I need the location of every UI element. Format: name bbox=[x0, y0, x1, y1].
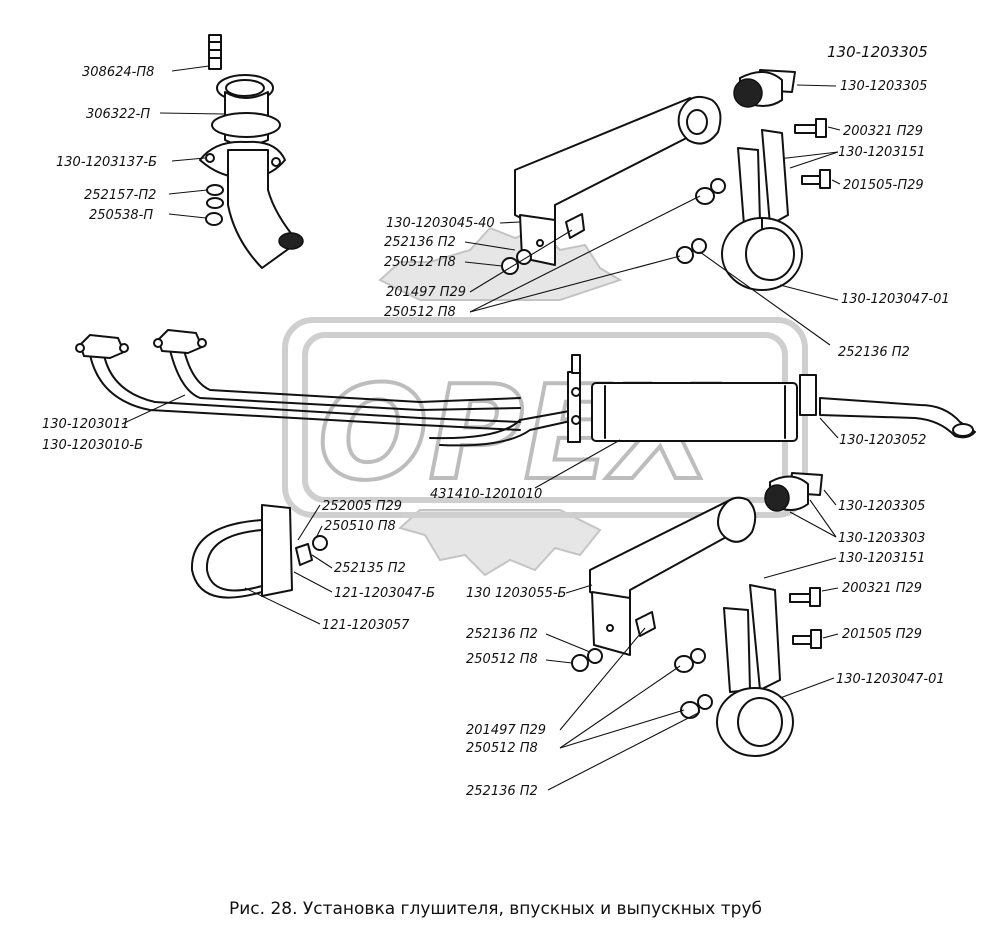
stud-308624 bbox=[208, 34, 222, 70]
front-exhaust-pipes bbox=[75, 329, 576, 447]
nuts-bottom bbox=[571, 648, 713, 719]
label-306322: 306322-П bbox=[86, 107, 150, 122]
label-250512-c: 250512 П8 bbox=[466, 652, 538, 667]
rubber-cushion-mid bbox=[764, 472, 823, 512]
label-1203137: 130-1203137-Б bbox=[56, 155, 157, 170]
bolt-200321-bot bbox=[789, 587, 821, 607]
label-1203055: 130 1203055-Б bbox=[466, 586, 567, 601]
label-252136-a: 252136 П2 bbox=[384, 235, 456, 250]
flange-assembly-top-left bbox=[199, 34, 304, 269]
bolt-201505-bot bbox=[792, 629, 822, 649]
label-252135: 252135 П2 bbox=[334, 561, 406, 576]
clamp-1203047-bottom bbox=[716, 584, 794, 757]
label-header-1203305: 130-1203305 bbox=[827, 43, 928, 61]
nut-250538 bbox=[205, 212, 223, 226]
label-252136-d: 252136 П2 bbox=[466, 784, 538, 799]
label-1203151-bot: 130-1203151 bbox=[838, 551, 925, 566]
bracket-1203055 bbox=[589, 496, 757, 656]
label-1203045: 130-1203045-40 bbox=[386, 216, 495, 231]
label-1203047-b: 121-1203047-Б bbox=[334, 586, 435, 601]
label-1203052: 130-1203052 bbox=[839, 433, 926, 448]
label-1203305-top: 130-1203305 bbox=[840, 79, 927, 94]
label-308624: 308624-П8 bbox=[82, 65, 154, 80]
intake-pipe-bend bbox=[227, 149, 299, 269]
label-252136-c: 252136 П2 bbox=[466, 627, 538, 642]
label-1203047-bot: 130-1203047-01 bbox=[836, 672, 945, 687]
label-250512-d: 250512 П8 bbox=[466, 741, 538, 756]
label-252157: 252157-П2 bbox=[84, 188, 156, 203]
label-250512-a: 250512 П8 bbox=[384, 255, 456, 270]
label-431410: 431410-1201010 bbox=[430, 487, 542, 502]
bracket-1203045 bbox=[514, 96, 722, 266]
figure-caption: Рис. 28. Установка глушителя, впускных и… bbox=[229, 899, 762, 919]
label-201505-top: 201505-П29 bbox=[843, 178, 924, 193]
label-1203010: 130-1203010-Б bbox=[42, 438, 143, 453]
bolt-200321-top bbox=[794, 118, 827, 138]
label-252005: 252005 П29 bbox=[322, 499, 402, 514]
clamp-1203047-top bbox=[721, 129, 803, 291]
label-1203303: 130-1203303 bbox=[838, 531, 925, 546]
nut-252157 bbox=[206, 184, 224, 196]
label-250510: 250510 П8 bbox=[324, 519, 396, 534]
label-1203011: 130-1203011 bbox=[42, 417, 129, 432]
label-1203305-mid: 130-1203305 bbox=[838, 499, 925, 514]
label-201497-b: 201497 П29 bbox=[466, 723, 546, 738]
label-250538: 250538-П bbox=[89, 208, 153, 223]
rubber-cushion-top bbox=[733, 69, 796, 108]
label-1203047-top: 130-1203047-01 bbox=[841, 292, 950, 307]
bolt-201505-top bbox=[801, 169, 831, 189]
label-1203057: 121-1203057 bbox=[322, 618, 410, 633]
label-250512-b: 250512 П8 bbox=[384, 305, 456, 320]
label-1203151-top: 130-1203151 bbox=[838, 145, 925, 160]
label-201497-a: 201497 П29 bbox=[386, 285, 466, 300]
clamp-1203057-bottom-left bbox=[190, 504, 328, 599]
label-200321-bot: 200321 П29 bbox=[842, 581, 922, 596]
label-252136-b: 252136 П2 bbox=[838, 345, 910, 360]
muffler-431410 bbox=[567, 354, 976, 443]
label-200321-top: 200321 П29 bbox=[843, 124, 923, 139]
label-201505-bot: 201505 П29 bbox=[842, 627, 922, 642]
